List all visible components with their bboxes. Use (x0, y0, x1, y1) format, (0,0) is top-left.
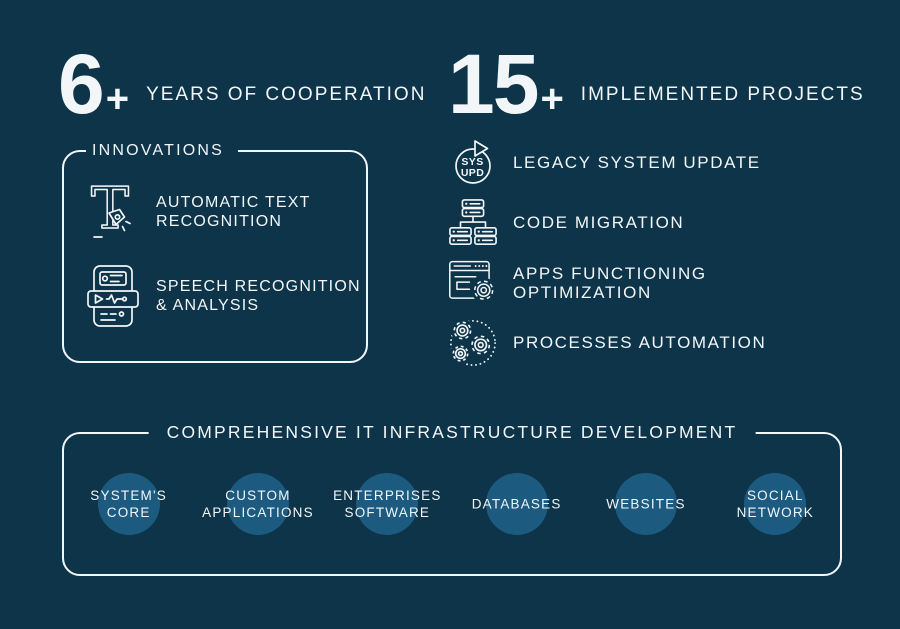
list-item: PROCESSES AUTOMATION (448, 313, 766, 373)
circle-shape (744, 473, 807, 535)
plus-sign: + (105, 77, 130, 121)
legacy-system-update-icon: SYS UPD (448, 139, 498, 187)
list-item: SPEECH RECOGNITION & ANALYSIS (84, 262, 361, 330)
circle-label: DATABASES (471, 496, 562, 512)
list-item: T AUTOMATIC TEXT RECOGNITION (84, 178, 311, 246)
plus-sign: + (540, 77, 564, 121)
svg-text:UPD: UPD (461, 167, 484, 179)
stat-value: 6 (58, 37, 105, 131)
automatic-text-recognition-icon: T (84, 179, 142, 245)
circle-label: ENTERPRISES SOFTWARE (333, 488, 442, 520)
infrastructure-item-custom-applications: CUSTOM APPLICATIONS (193, 434, 322, 574)
innovations-title: INNOVATIONS (86, 141, 239, 161)
circle-label: SYSTEM'S CORE (90, 488, 167, 520)
circle-label: WEBSITES (606, 496, 686, 512)
circle-label: SOCIAL NETWORK (736, 488, 814, 520)
list-item: APPS FUNCTIONING OPTIMIZATION (448, 253, 766, 313)
infrastructure-item-enterprises-software: ENTERPRISES SOFTWARE (323, 434, 452, 574)
circle-shape (356, 473, 419, 535)
infrastructure-box: COMPREHENSIVE IT INFRASTRUCTURE DEVELOPM… (62, 422, 842, 576)
item-label: CODE MIGRATION (513, 213, 685, 233)
svg-text:T: T (91, 179, 129, 242)
item-label: SPEECH RECOGNITION & ANALYSIS (156, 277, 361, 315)
circle-shape (614, 473, 677, 535)
circle-shape (485, 473, 548, 535)
item-label: LEGACY SYSTEM UPDATE (513, 153, 761, 173)
apps-functioning-optimization-icon (448, 258, 498, 308)
circle-shape (226, 473, 289, 535)
infrastructure-circles: SYSTEM'S CORE CUSTOM APPLICATIONS ENTERP… (64, 434, 840, 574)
projects-list: SYS UPD LEGACY SYSTEM UPDATE (448, 133, 766, 373)
stat-value: 15 (448, 37, 539, 131)
stat-label: YEARS OF COOPERATION (146, 84, 427, 105)
list-item: CODE MIGRATION (448, 193, 766, 253)
item-label: AUTOMATIC TEXT RECOGNITION (156, 193, 311, 231)
item-label: PROCESSES AUTOMATION (513, 333, 767, 353)
processes-automation-icon (448, 317, 498, 369)
stat-years-of-cooperation: 6 + YEARS OF COOPERATION (58, 37, 427, 131)
infrastructure-item-databases: DATABASES (452, 434, 581, 574)
circle-label: CUSTOM APPLICATIONS (202, 488, 314, 520)
speech-recognition-icon (84, 264, 142, 328)
innovations-box: INNOVATIONS T AUTOMATIC TEXT RECOGNITION (62, 141, 368, 363)
stat-label: IMPLEMENTED PROJECTS (580, 84, 865, 105)
item-label: APPS FUNCTIONING OPTIMIZATION (513, 263, 707, 303)
svg-text:SYS: SYS (461, 156, 483, 168)
list-item: SYS UPD LEGACY SYSTEM UPDATE (448, 133, 766, 193)
stat-implemented-projects: 15 + IMPLEMENTED PROJECTS (448, 37, 865, 131)
infrastructure-item-websites: WEBSITES (581, 434, 710, 574)
infrastructure-item-social-network: SOCIAL NETWORK (711, 434, 840, 574)
circle-shape (97, 473, 160, 535)
code-migration-icon (448, 197, 498, 249)
infrastructure-item-systems-core: SYSTEM'S CORE (64, 434, 193, 574)
infrastructure-title: COMPREHENSIVE IT INFRASTRUCTURE DEVELOPM… (148, 422, 756, 442)
